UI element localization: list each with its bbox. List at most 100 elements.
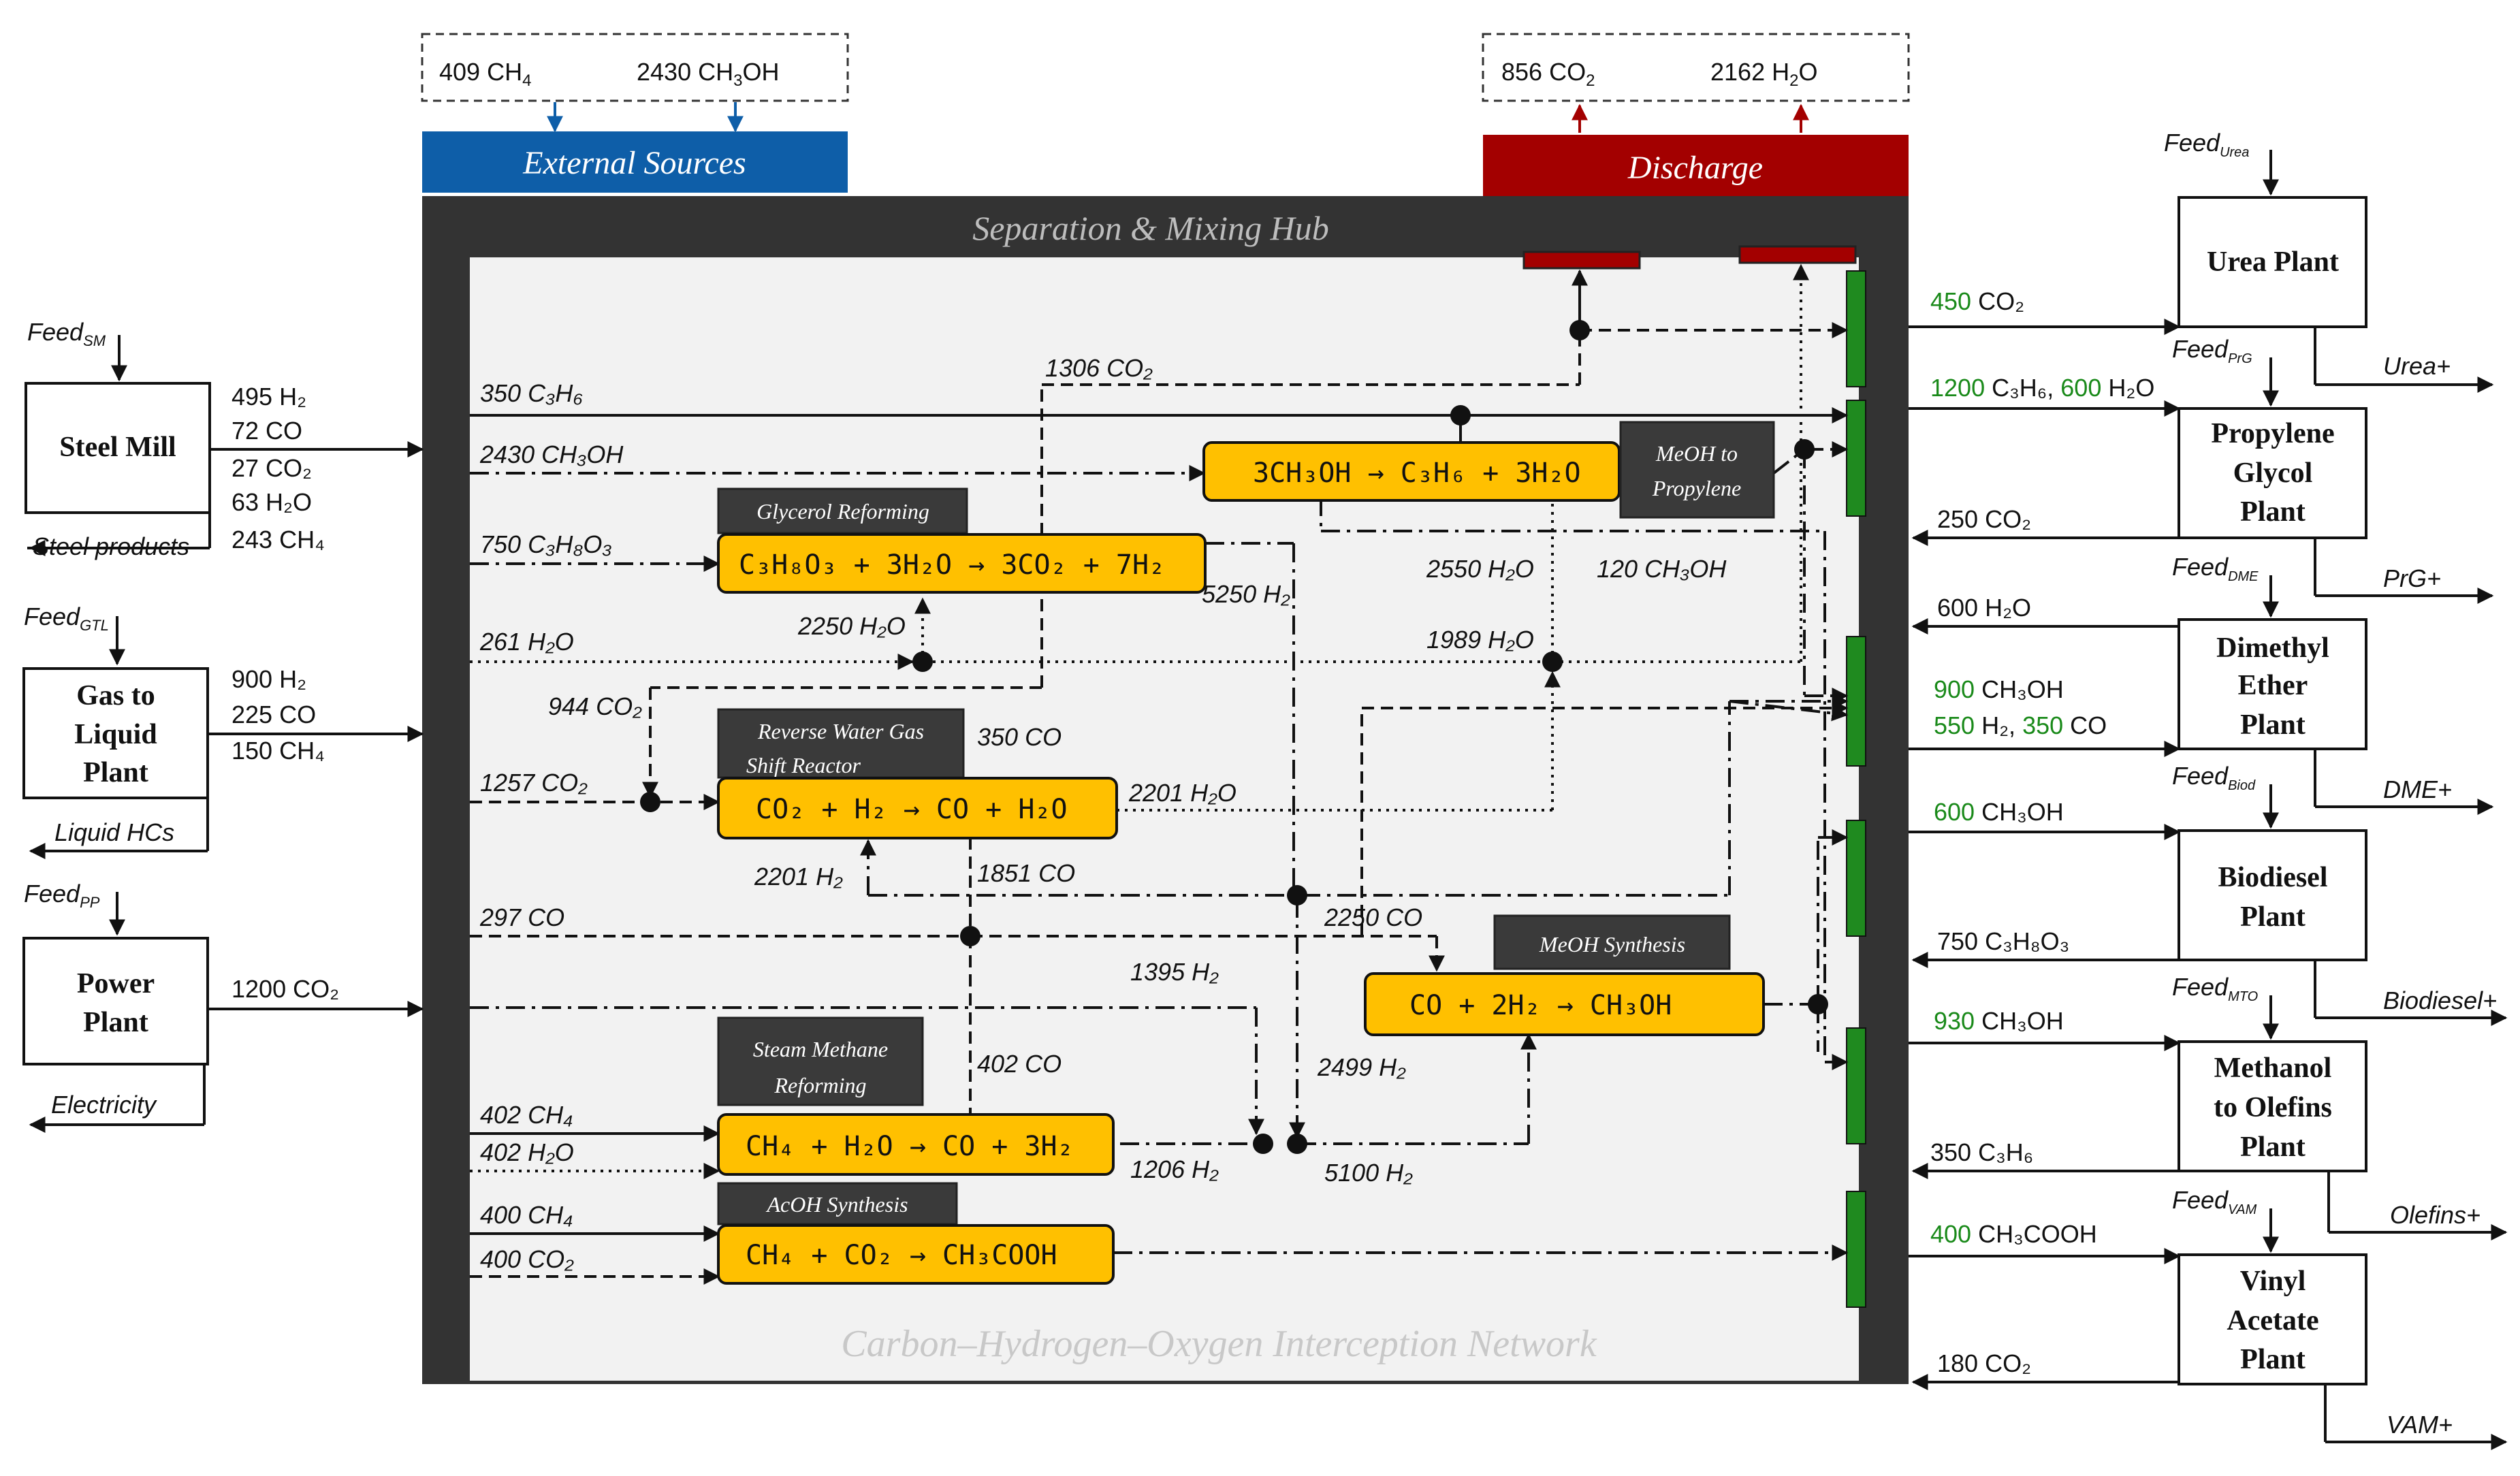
source-steel-mill: FeedSM Steel Mill Steel products 495 H₂ … <box>25 318 424 560</box>
source-name-pp-0: Power <box>77 968 155 999</box>
consumer-name: Ether <box>2238 670 2308 701</box>
port-vam <box>1846 1191 1866 1308</box>
flow-label: 2201 H₂ <box>754 863 843 891</box>
consumer-product: Biodiesel+ <box>2383 986 2497 1014</box>
feed-label-sm: FeedSM <box>27 318 106 349</box>
stream-sm-2: 27 CO₂ <box>232 454 312 482</box>
consumer-product: Urea+ <box>2383 352 2451 380</box>
consumer-out: 250 CO₂ <box>1937 505 2031 533</box>
flow-label: 402 CH₄ <box>480 1101 573 1129</box>
stream-gtl-2: 150 CH₄ <box>232 737 325 765</box>
external-item-ch4: 409 CH4 <box>439 58 531 90</box>
flow-label: 1395 H₂ <box>1130 958 1219 986</box>
reactor-equation: CH₄ + CO₂ → CH₃COOH <box>746 1240 1057 1271</box>
reactor-title: Reverse Water Gas <box>757 719 924 743</box>
consumer-name: Plant <box>2240 709 2306 741</box>
consumer-in: 550 H₂, 350 CO <box>1934 711 2107 739</box>
flow-label: 5250 H₂ <box>1202 580 1290 608</box>
product-liquid-hcs: Liquid HCs <box>54 818 174 846</box>
flow-label: 1257 CO₂ <box>480 769 588 797</box>
reactor-steam-methane-reforming: Steam Methane Reforming CH₄ + H₂O → CO +… <box>717 1016 1115 1176</box>
consumer-name: Plant <box>2240 496 2306 528</box>
feed-label-dme: FeedDME <box>2172 553 2259 584</box>
stream-sm-3: 63 H₂O <box>232 488 312 516</box>
reactor-glycerol-reforming: Glycerol Reforming C₃H₈O₃ + 3H₂O → 3CO₂ … <box>717 487 1207 594</box>
port-dme <box>1846 636 1866 767</box>
consumer-name: Biodiesel <box>2218 862 2327 893</box>
flow-label: 2250 CO <box>1324 903 1422 931</box>
consumer-in: 900 CH₃OH <box>1934 675 2064 703</box>
flow-label: 1206 H₂ <box>1130 1155 1219 1183</box>
flow-label: 944 CO₂ <box>548 692 642 720</box>
consumer-product: VAM+ <box>2387 1411 2453 1439</box>
reactor-title: AcOH Synthesis <box>765 1192 908 1217</box>
port-biodiesel <box>1846 820 1866 937</box>
consumer-vam: FeedVAM Vinyl Acetate Plant 400 CH₃COOH … <box>1909 1186 2508 1450</box>
consumer-name: Plant <box>2240 1132 2306 1163</box>
feed-label-urea: FeedUrea <box>2164 129 2249 160</box>
consumer-product: Olefins+ <box>2390 1201 2481 1229</box>
consumer-in: 930 CH₃OH <box>1934 1007 2064 1035</box>
discharge: 856 CO2 2162 H2O Discharge <box>1482 33 1910 196</box>
consumer-urea: FeedUrea Urea Plant 450 CO₂ Urea+ <box>1909 129 2494 393</box>
source-name-gtl-2: Plant <box>83 757 148 788</box>
flow-label: 400 CO₂ <box>480 1245 574 1273</box>
source-name-gtl-0: Gas to <box>76 680 155 711</box>
consumer-in: 450 CO₂ <box>1930 287 2024 315</box>
reactor-title: MeOH Synthesis <box>1539 932 1685 957</box>
consumer-name: Propylene <box>2211 418 2334 449</box>
flow-label: 297 CO <box>479 903 564 931</box>
consumer-name: to Olefins <box>2214 1092 2332 1123</box>
reactor-title: MeOH to <box>1655 441 1738 466</box>
reactor-equation: CO + 2H₂ → CH₃OH <box>1409 990 1672 1021</box>
source-name-pp-1: Plant <box>83 1007 148 1038</box>
consumer-out: 600 H₂O <box>1937 594 2031 622</box>
flow-label: 402 CO <box>977 1050 1062 1078</box>
flow-label: 400 CH₄ <box>480 1201 573 1229</box>
consumer-product: DME+ <box>2383 775 2452 803</box>
consumer-name: Dimethyl <box>2216 632 2329 664</box>
feed-label-mto: FeedMTO <box>2172 973 2258 1004</box>
flow-label: 261 H₂O <box>479 628 574 656</box>
source-power-plant: FeedPP Power Plant Electricity 1200 CO₂ <box>22 880 424 1133</box>
consumer-out: 350 C₃H₆ <box>1930 1138 2033 1166</box>
stream-gtl-0: 900 H₂ <box>232 665 306 693</box>
consumer-in: 600 CH₃OH <box>1934 798 2064 826</box>
consumer-name: Urea Plant <box>2207 246 2339 278</box>
port-prg <box>1846 400 1866 517</box>
flow-label: 350 CO <box>977 723 1062 751</box>
flow-labels: 350 C₃H₆ 2430 CH₃OH 750 C₃H₈O₃ 261 H₂O 9… <box>479 354 1727 1273</box>
stream-sm-4: 243 CH₄ <box>232 526 325 554</box>
discharge-item-co2: 856 CO2 <box>1501 58 1595 90</box>
consumer-dme: FeedDME Dimethyl Ether Plant 600 H₂O 900… <box>1909 553 2494 815</box>
consumer-name: Methanol <box>2214 1053 2332 1084</box>
discharge-port-co2 <box>1522 251 1641 270</box>
hub: Separation & Mixing Hub Carbon–Hydrogen–… <box>422 196 1909 1384</box>
consumer-product: PrG+ <box>2383 564 2441 592</box>
consumer-in: 400 CH₃COOH <box>1930 1220 2097 1248</box>
flow-label: 1989 H₂O <box>1426 626 1534 654</box>
consumer-out: 750 C₃H₈O₃ <box>1937 927 2069 955</box>
stream-sm-0: 495 H₂ <box>232 383 306 411</box>
source-name-gtl-1: Liquid <box>74 719 157 750</box>
external-sources-banner <box>422 131 848 193</box>
external-sources-title: External Sources <box>522 145 746 181</box>
reactor-equation: 3CH₃OH → C₃H₆ + 3H₂O <box>1253 458 1581 489</box>
flow-label: 402 H₂O <box>480 1138 574 1166</box>
discharge-banner <box>1483 135 1909 196</box>
consumer-in: 1200 C₃H₆, 600 H₂O <box>1930 374 2154 402</box>
flow-label: 1306 CO₂ <box>1045 354 1153 382</box>
flow-label: 2550 H₂O <box>1426 555 1534 583</box>
flow-label: 350 C₃H₆ <box>480 379 583 407</box>
internal-flow-lines <box>470 263 1849 1285</box>
source-gtl: FeedGTL Gas to Liquid Plant Liquid HCs 9… <box>22 603 424 859</box>
consumer-name: Plant <box>2240 1344 2306 1375</box>
flow-label: 2201 H₂O <box>1128 779 1237 807</box>
reactor-title: Reforming <box>773 1073 866 1097</box>
stream-gtl-1: 225 CO <box>232 701 316 728</box>
consumer-name: Acetate <box>2227 1305 2318 1336</box>
reactor-rwgs: Reverse Water Gas Shift Reactor CO₂ + H₂… <box>717 708 1118 839</box>
port-mto <box>1846 1027 1866 1144</box>
reactor-meoh-synthesis: MeOH Synthesis CO + 2H₂ → CH₃OH <box>1364 914 1765 1036</box>
